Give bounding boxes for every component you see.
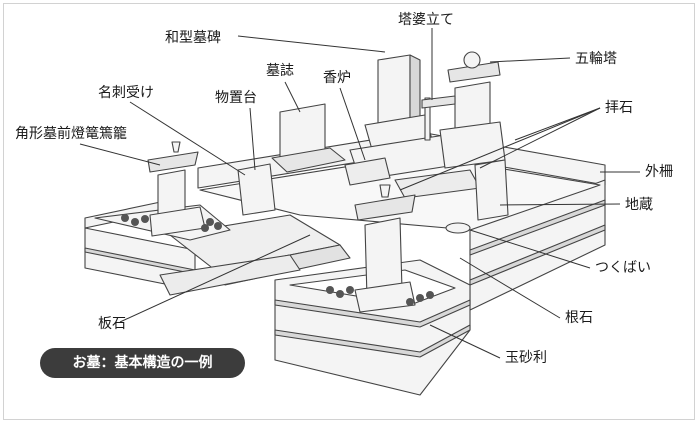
lantern-left [147, 141, 206, 237]
tsukubai-basin [445, 222, 471, 234]
gorinto-pagoda [454, 81, 491, 131]
label-tsukubai: つくばい [595, 260, 651, 276]
label-main-gravestone: 和型墓碑 [165, 30, 221, 46]
label-memorial-plaque: 墓誌 [266, 63, 294, 79]
stupa-stand [424, 97, 431, 141]
label-outer-fence: 外柵 [645, 164, 673, 180]
storage-table [237, 163, 276, 216]
label-jizo: 地蔵 [625, 197, 653, 213]
label-storage-table: 物置台 [215, 90, 257, 106]
caption-badge: お墓：基本構造の一例 [40, 348, 245, 378]
label-stupa-stand: 塔婆立て [398, 12, 454, 28]
label-lantern: 角形墓前燈篭篶籠 [15, 126, 127, 142]
incense-burner [344, 157, 391, 186]
lantern-right [354, 184, 416, 313]
label-root-stone: 根石 [565, 310, 593, 326]
label-gravel: 玉砂利 [505, 350, 547, 366]
label-gorinto: 五輪塔 [575, 51, 617, 67]
label-board-stone: 板石 [98, 316, 126, 332]
main-gravestone [377, 54, 411, 126]
label-incense-burner: 香炉 [323, 70, 351, 86]
label-prayer-stone: 拝石 [605, 100, 633, 116]
gravel-pebbles [121, 214, 434, 306]
jizo-statue [474, 159, 509, 221]
label-card-receiver: 名刺受け [98, 85, 154, 101]
leader-lines [79, 28, 640, 359]
